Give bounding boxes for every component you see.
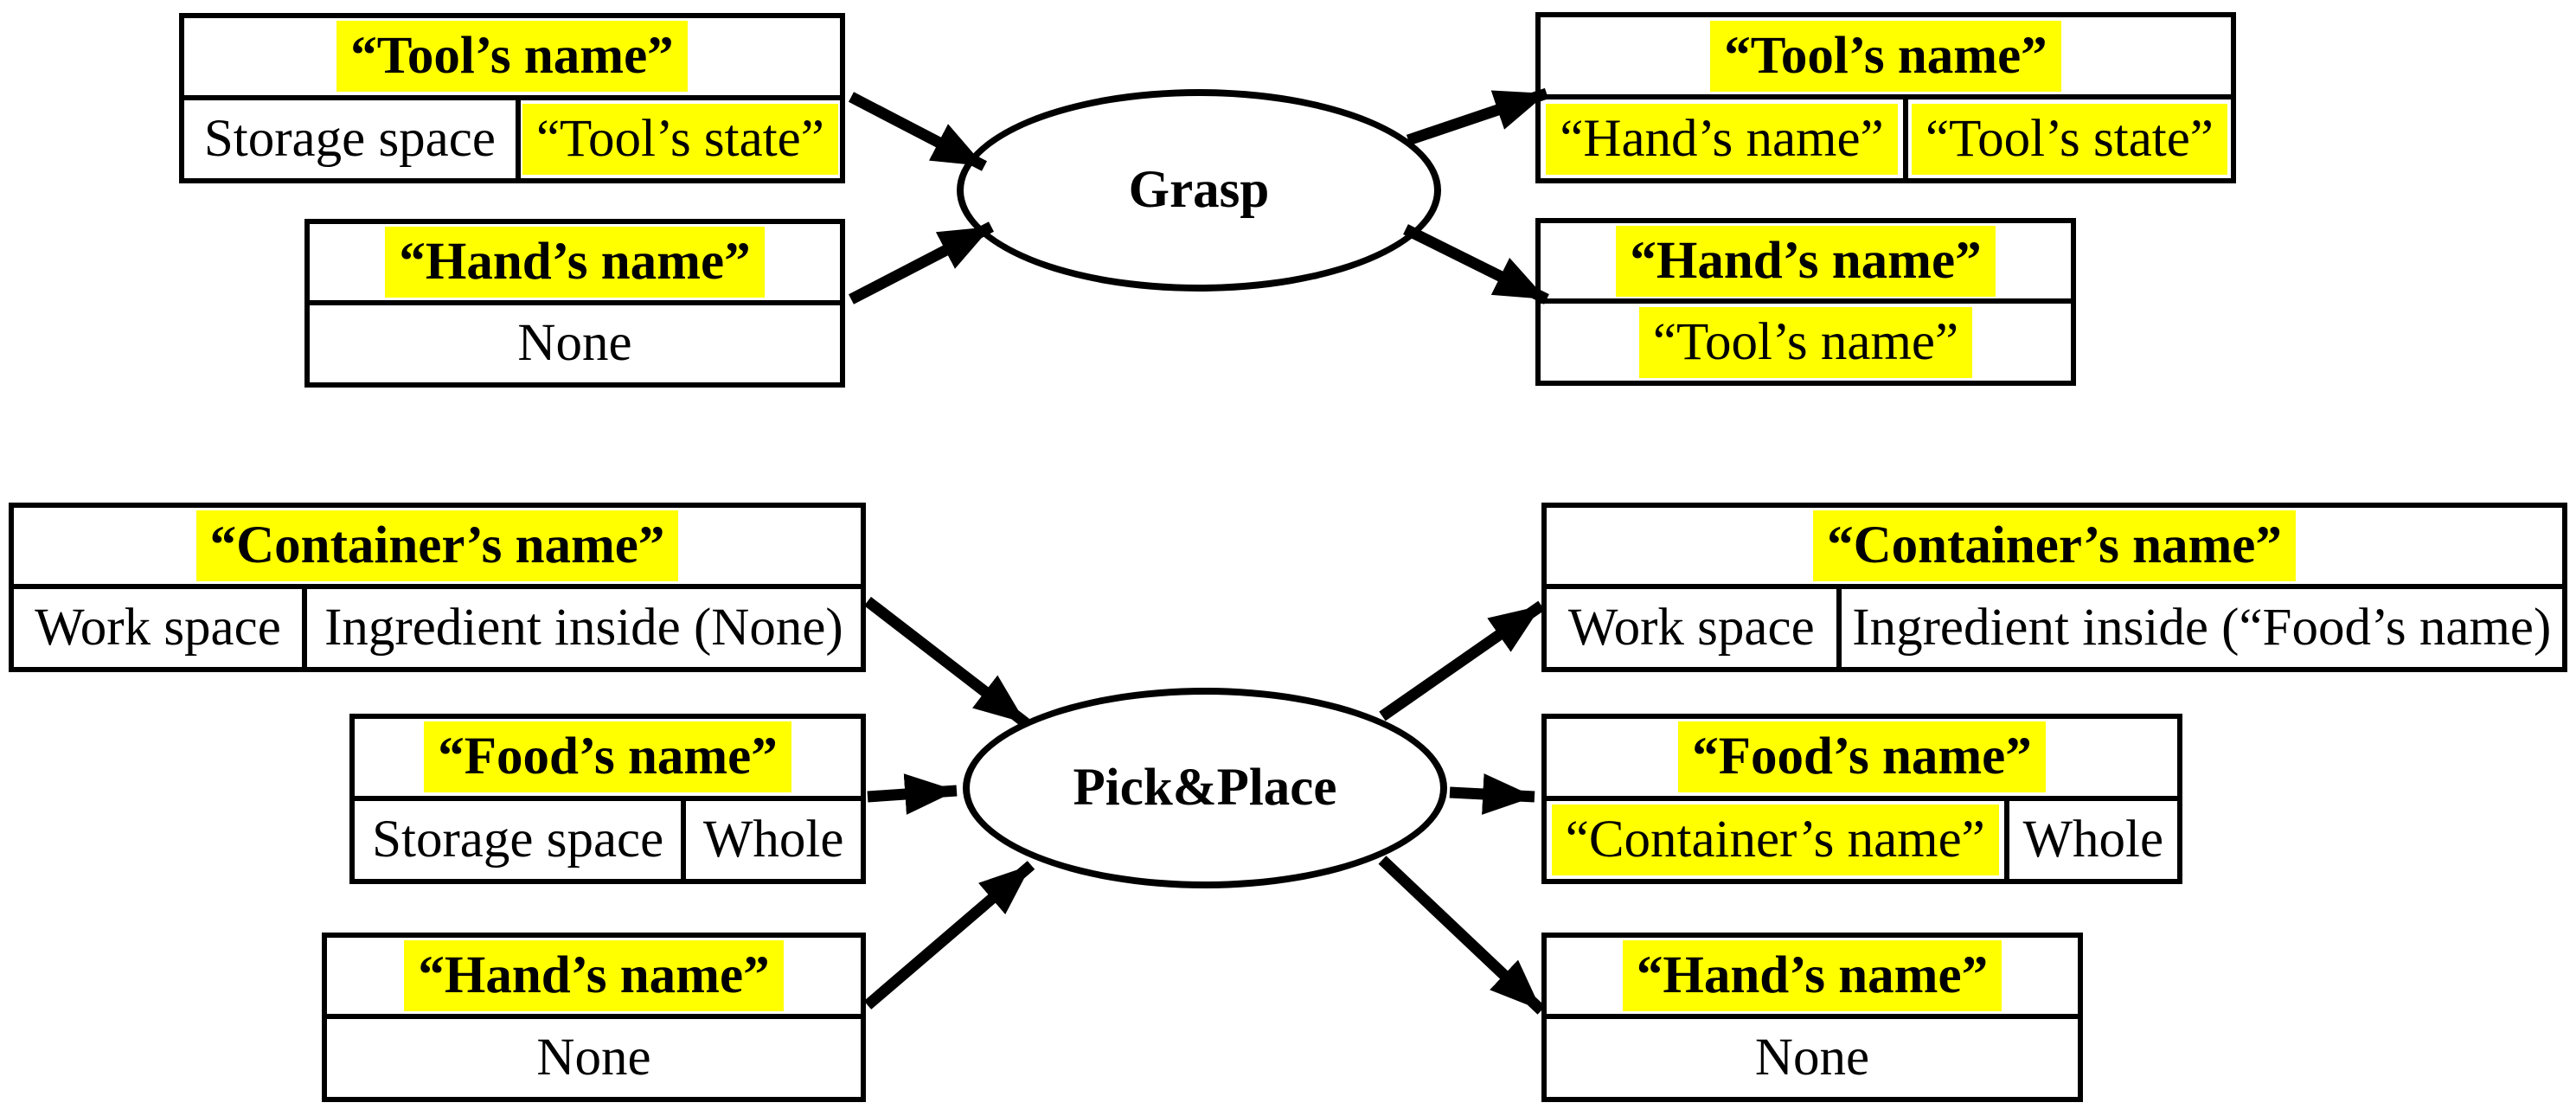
box-title: “Container’s name” bbox=[1813, 510, 2296, 582]
arrow-grasp-input-tool bbox=[849, 92, 987, 171]
state-value: “Container’s name” bbox=[1551, 804, 1999, 875]
state-value: Ingredient inside (None) bbox=[324, 599, 843, 657]
box-title: “Hand’s name” bbox=[1616, 225, 1996, 297]
state-cell: None bbox=[327, 1019, 861, 1097]
state-cell: “Hand’s name” bbox=[1541, 99, 1903, 178]
state-cells-row: Storage space “Tool’s state” bbox=[184, 99, 840, 178]
state-cell: Storage space bbox=[355, 801, 681, 879]
state-value: Whole bbox=[2022, 810, 2164, 869]
state-value: “Tool’s state” bbox=[1912, 103, 2227, 175]
state-cells-row: “Tool’s name” bbox=[1541, 304, 2071, 381]
state-value: Storage space bbox=[372, 810, 664, 869]
state-value: “Tool’s state” bbox=[522, 103, 838, 175]
pickplace-output-hand-box: “Hand’s name” None bbox=[1541, 933, 2083, 1102]
state-cell: “Tool’s name” bbox=[1541, 304, 2071, 381]
box-title-row: “Hand’s name” bbox=[327, 938, 861, 1020]
operation-label: Pick&Place bbox=[1073, 759, 1337, 817]
pickplace-output-food-box: “Food’s name” “Container’s name” Whole bbox=[1541, 714, 2182, 884]
arrow-pickplace-input-food bbox=[867, 773, 958, 815]
state-cell: None bbox=[1547, 1019, 2078, 1097]
state-value: “Tool’s name” bbox=[1638, 306, 1973, 378]
box-title: “Food’s name” bbox=[424, 721, 791, 793]
state-cell: Work space bbox=[1547, 589, 1836, 667]
box-title-row: “Hand’s name” bbox=[1547, 938, 2078, 1020]
arrow-grasp-output-hand bbox=[1403, 224, 1549, 304]
pickplace-output-container-box: “Container’s name” Work space Ingredient… bbox=[1541, 503, 2567, 672]
state-value: Storage space bbox=[203, 109, 496, 168]
grasp-output-hand-box: “Hand’s name” “Tool’s name” bbox=[1535, 218, 2076, 386]
state-cell: “Container’s name” bbox=[1547, 801, 2004, 879]
pickplace-operation-ellipse: Pick&Place bbox=[963, 688, 1447, 888]
arrow-grasp-output-tool bbox=[1406, 87, 1549, 146]
state-cells-row: None bbox=[310, 305, 840, 382]
box-title: “Hand’s name” bbox=[404, 940, 784, 1012]
box-title-row: “Food’s name” bbox=[355, 719, 861, 801]
grasp-input-tool-box: “Tool’s name” Storage space “Tool’s stat… bbox=[179, 13, 845, 183]
grasp-input-hand-box: “Hand’s name” None bbox=[304, 219, 845, 388]
state-cells-row: “Hand’s name” “Tool’s state” bbox=[1541, 99, 2231, 178]
box-title: “Hand’s name” bbox=[1622, 940, 2002, 1012]
box-title-row: “Food’s name” bbox=[1547, 719, 2177, 801]
state-cell: Whole bbox=[681, 800, 861, 879]
box-title-row: “Tool’s name” bbox=[184, 18, 840, 100]
state-cells-row: Storage space Whole bbox=[355, 800, 861, 879]
state-value: None bbox=[536, 1029, 651, 1087]
box-title: “Tool’s name” bbox=[1710, 20, 2061, 92]
arrow-pickplace-output-hand bbox=[1378, 856, 1546, 1015]
state-cells-row: None bbox=[327, 1019, 861, 1097]
arrow-grasp-input-hand bbox=[849, 221, 994, 304]
arrow-pickplace-output-container bbox=[1379, 600, 1545, 721]
state-cell: None bbox=[310, 305, 840, 382]
operation-label: Grasp bbox=[1128, 161, 1270, 219]
box-title-row: “Container’s name” bbox=[1547, 508, 2562, 590]
pickplace-input-hand-box: “Hand’s name” None bbox=[322, 933, 866, 1102]
state-value: “Hand’s name” bbox=[1546, 103, 1898, 175]
box-title-row: “Hand’s name” bbox=[1541, 223, 2071, 304]
pickplace-input-container-box: “Container’s name” Work space Ingredient… bbox=[9, 503, 866, 672]
state-cells-row: None bbox=[1547, 1019, 2078, 1097]
state-cell: Ingredient inside (“Food’s name) bbox=[1836, 589, 2562, 667]
state-cell: Storage space bbox=[184, 100, 516, 178]
state-cells-row: Work space Ingredient inside (None) bbox=[14, 589, 861, 667]
state-value: None bbox=[517, 314, 632, 373]
box-title-row: “Hand’s name” bbox=[310, 224, 840, 305]
arrow-pickplace-output-food bbox=[1449, 773, 1535, 815]
grasp-output-tool-box: “Tool’s name” “Hand’s name” “Tool’s stat… bbox=[1535, 12, 2236, 183]
state-cell: Work space bbox=[14, 589, 302, 667]
state-cell: “Tool’s state” bbox=[1902, 99, 2231, 178]
state-cell: Ingredient inside (None) bbox=[301, 589, 861, 667]
state-cells-row: “Container’s name” Whole bbox=[1547, 800, 2177, 879]
state-cell: Whole bbox=[2003, 800, 2177, 879]
state-value: Work space bbox=[1567, 599, 1815, 657]
grasp-operation-ellipse: Grasp bbox=[957, 89, 1441, 292]
state-value: Ingredient inside (“Food’s name) bbox=[1852, 599, 2552, 657]
arrow-pickplace-input-hand bbox=[863, 861, 1035, 1010]
state-cell: “Tool’s state” bbox=[515, 99, 840, 178]
state-cells-row: Work space Ingredient inside (“Food’s na… bbox=[1547, 589, 2562, 667]
state-value: Whole bbox=[702, 810, 844, 869]
box-title: “Food’s name” bbox=[1678, 721, 2046, 793]
state-value: None bbox=[1754, 1029, 1870, 1087]
box-title-row: “Container’s name” bbox=[14, 508, 861, 590]
box-title: “Container’s name” bbox=[195, 510, 679, 582]
box-title: “Tool’s name” bbox=[336, 21, 688, 93]
state-value: Work space bbox=[35, 599, 281, 657]
box-title: “Hand’s name” bbox=[385, 226, 765, 298]
box-title-row: “Tool’s name” bbox=[1541, 17, 2231, 100]
arrow-pickplace-input-container bbox=[864, 596, 1029, 728]
pickplace-input-food-box: “Food’s name” Storage space Whole bbox=[349, 714, 866, 884]
